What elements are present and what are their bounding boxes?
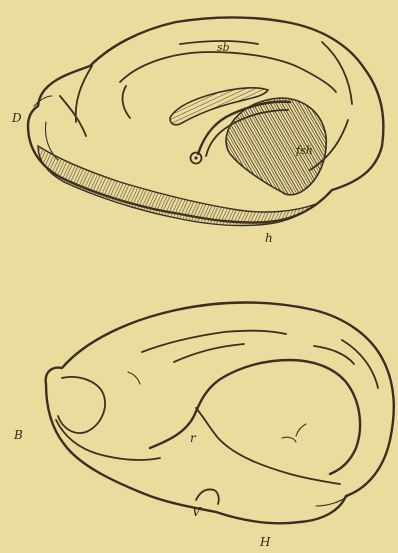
- lower-inner-sulcus: [196, 408, 340, 484]
- lower-v-notch: [196, 489, 219, 504]
- upper-brain-figure: [28, 18, 383, 226]
- upper-sulcus-4: [123, 86, 130, 118]
- lower-label-h: H: [260, 536, 270, 548]
- upper-sulcus-6: [322, 42, 352, 104]
- upper-label-d: D: [12, 112, 22, 124]
- lower-temporal-lobe-line: [58, 377, 105, 433]
- upper-label-sb: sb: [217, 42, 230, 53]
- upper-sulcus-1: [76, 66, 92, 122]
- upper-sulcus-2: [60, 96, 86, 136]
- upper-label-fsh: fsh: [296, 145, 313, 156]
- upper-brain-outline: [28, 18, 383, 223]
- lower-main-sulcus: [150, 360, 360, 474]
- lower-brain-figure: [46, 303, 394, 524]
- upper-label-h: h: [265, 232, 273, 244]
- upper-sulcus-9: [34, 96, 52, 106]
- lower-sulcus-tick-3: [282, 437, 296, 442]
- upper-small-circle-dot: [194, 156, 197, 159]
- lower-brain-outline: [46, 303, 394, 524]
- lower-sulcus-right2: [342, 340, 378, 388]
- upper-sulcus-3: [120, 52, 336, 92]
- lower-sulcus-top2: [174, 344, 244, 362]
- lower-label-b: B: [14, 429, 23, 441]
- lower-sulcus-tick-2: [296, 424, 306, 436]
- lower-label-v: V: [192, 506, 201, 518]
- lower-sulcus-tick-1: [128, 372, 140, 384]
- lower-sulcus-right: [314, 346, 354, 364]
- lower-label-r: r: [190, 432, 196, 444]
